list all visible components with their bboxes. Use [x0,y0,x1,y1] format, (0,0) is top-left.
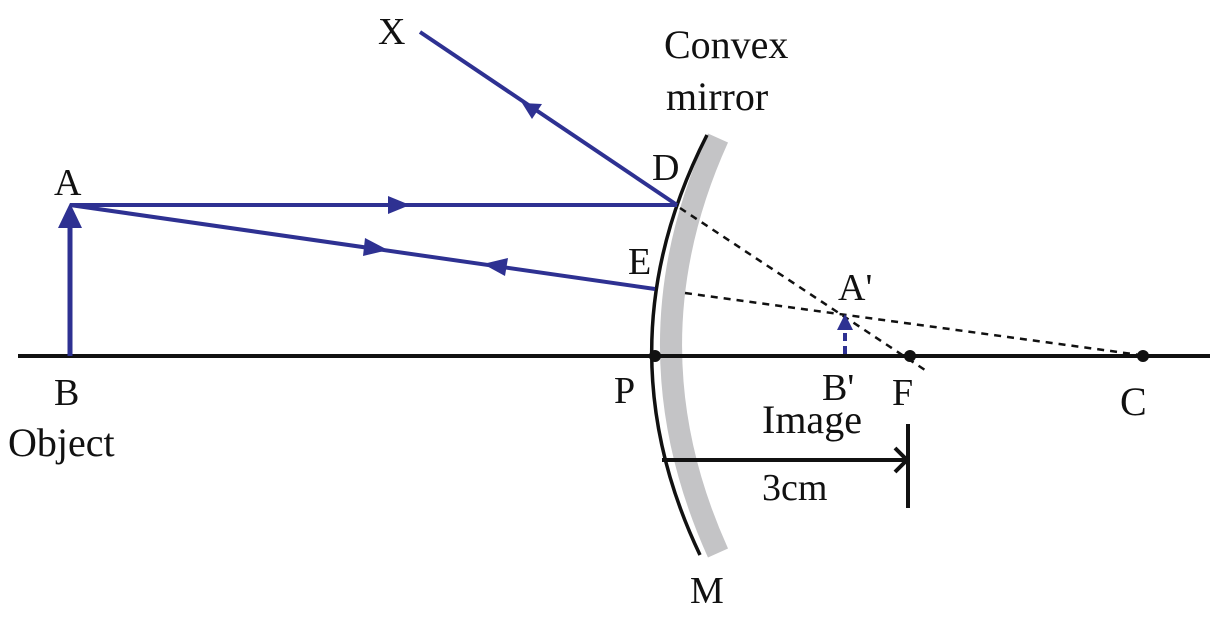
label-a-prime: A' [838,267,872,309]
label-b-prime: B' [822,367,854,409]
pole-point [649,350,661,362]
object-arrowhead [58,203,82,228]
label-p: P [614,370,635,412]
center-point [1137,350,1149,362]
ray-reflected-dx [418,30,679,207]
ray-to-center [69,203,656,291]
ray-return-arrowhead [483,258,508,276]
virtual-ray-to-center [684,291,1141,357]
ray-parallel-arrowhead [388,196,410,214]
label-c: C [1120,379,1147,424]
label-f: F [892,372,913,414]
mirror-back-band [660,133,729,558]
virtual-ray-to-focus [679,206,926,372]
label-a: A [54,162,82,204]
mirror-surface [650,134,709,556]
label-m: M [690,570,724,612]
label-mirror: mirror [666,74,768,119]
label-d: D [652,147,679,189]
ray-reflected-arrowhead [522,103,542,119]
label-convex: Convex [664,22,788,67]
label-x: X [378,11,405,53]
label-b: B [54,372,79,414]
ray-incident-arrowhead [363,238,388,256]
label-e: E [628,241,651,283]
label-distance: 3cm [762,467,827,509]
focus-point [904,350,916,362]
label-image: Image [762,397,862,442]
label-object: Object [8,420,115,465]
image-arrowhead [837,314,853,330]
